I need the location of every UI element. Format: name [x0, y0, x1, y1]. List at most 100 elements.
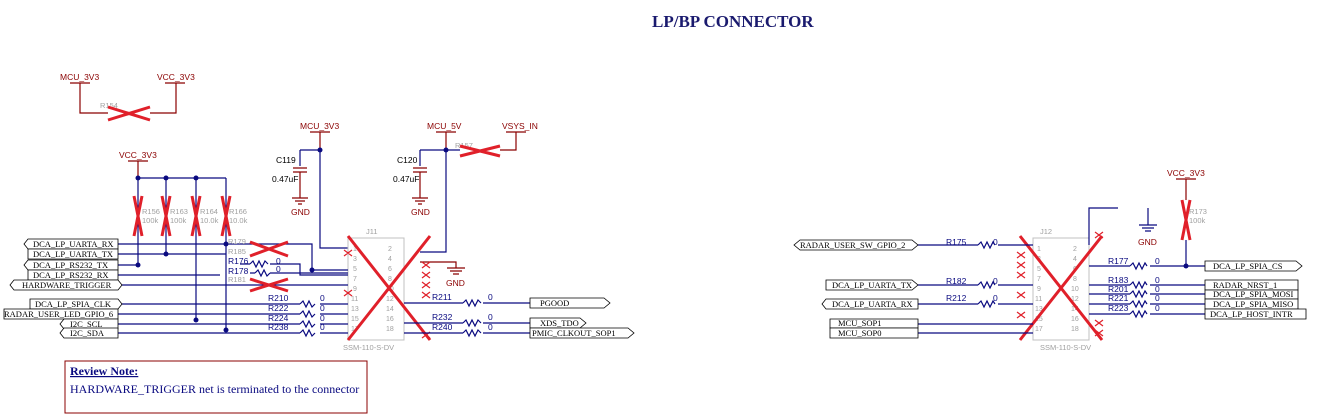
- mcu-3v3-label-b: MCU_3V3: [300, 121, 339, 131]
- net-j12-uarta-tx: DCA_LP_UARTA_TX: [832, 280, 912, 290]
- svg-text:1: 1: [353, 246, 357, 253]
- svg-text:5: 5: [353, 266, 357, 273]
- svg-text:12: 12: [386, 296, 394, 303]
- svg-text:4: 4: [1073, 256, 1077, 263]
- svg-text:14: 14: [386, 306, 394, 313]
- svg-text:18: 18: [1071, 326, 1079, 333]
- j12-right-wires: R177 0 R183 0 R201 0 R221 0 R223 0: [1089, 240, 1205, 319]
- dnp-mark-r166: [220, 195, 232, 237]
- r240-label: R240: [432, 322, 453, 332]
- pullup-group: VCC_3V3 R156 100k R163 100k R164 10.0k R…: [119, 150, 248, 330]
- c119-value: 0.47uF: [272, 174, 298, 184]
- svg-text:GND: GND: [1138, 237, 1157, 247]
- j12-left-wires: R175 0 R182 0 R212 0: [918, 237, 1033, 334]
- net-radar-nrst: RADAR_NRST_1: [1213, 280, 1277, 290]
- r173-label: R173: [1189, 207, 1207, 216]
- svg-text:7: 7: [1037, 276, 1041, 283]
- svg-text:0: 0: [320, 303, 325, 313]
- r178-label: R178: [228, 266, 249, 276]
- r201-label: R201: [1108, 284, 1129, 294]
- dnp-mark-r179: [249, 240, 289, 258]
- c120-symbol: [412, 167, 428, 205]
- connector-j12: J12 SSM-110-S-DV 1 3 5 7 9 11 13 15 17 2…: [1016, 168, 1207, 352]
- j12-left-flags: RADAR_USER_SW_GPIO_2 DCA_LP_UARTA_TX DCA…: [793, 239, 919, 339]
- net-radar-user-led: RADAR_USER_LED_GPIO_6: [4, 309, 113, 319]
- left-net-wires: R179 R185 R181 R176 0 R178 0 R210 0 R222…: [118, 237, 348, 338]
- svg-text:100k: 100k: [1189, 216, 1206, 225]
- svg-text:0: 0: [993, 293, 998, 303]
- j12-pins-right: 2 4 6 8 10 12 14 16 18: [1071, 246, 1079, 333]
- j12-label: J12: [1040, 227, 1052, 236]
- dnp-mark-r173: [1180, 199, 1192, 241]
- svg-text:0: 0: [320, 322, 325, 332]
- r163-label: R163: [170, 207, 188, 216]
- review-note-text: HARDWARE_TRIGGER net is terminated to th…: [70, 382, 359, 396]
- svg-text:13: 13: [351, 306, 359, 313]
- net-rs232-rx: DCA_LP_RS232_RX: [33, 270, 109, 280]
- dnp-mark-r156: [132, 195, 144, 237]
- svg-text:12: 12: [1071, 296, 1079, 303]
- page-title: LP/BP CONNECTOR: [652, 12, 814, 31]
- vcc-3v3-label-c: VCC_3V3: [1167, 168, 1205, 178]
- svg-text:16: 16: [386, 316, 394, 323]
- resistor-zigzags-left: [249, 259, 316, 338]
- j12-part: SSM-110-S-DV: [1040, 343, 1091, 352]
- svg-text:GND: GND: [411, 207, 430, 217]
- r232-label: R232: [432, 312, 453, 322]
- vcc-3v3-label-a: VCC_3V3: [157, 72, 195, 82]
- r164-label: R164: [200, 207, 218, 216]
- svg-text:16: 16: [1071, 316, 1079, 323]
- vsys-in-label: VSYS_IN: [502, 121, 538, 131]
- net-uarta-rx: DCA_LP_UARTA_RX: [33, 239, 114, 249]
- net-hardware-trigger: HARDWARE_TRIGGER: [22, 280, 112, 290]
- svg-text:0: 0: [993, 276, 998, 286]
- svg-text:11: 11: [351, 296, 358, 303]
- dnp-mark-j12: [1018, 235, 1104, 341]
- vcc-3v3-label-b: VCC_3V3: [119, 150, 157, 160]
- net-host-intr: DCA_LP_HOST_INTR: [1210, 309, 1293, 319]
- net-spia-mosi: DCA_LP_SPIA_MOSI: [1213, 289, 1293, 299]
- r185-label: R185: [228, 247, 246, 256]
- net-j12-uarta-rx: DCA_LP_UARTA_RX: [832, 299, 913, 309]
- svg-text:14: 14: [1071, 306, 1079, 313]
- svg-text:0: 0: [1155, 293, 1160, 303]
- svg-text:0: 0: [320, 293, 325, 303]
- svg-text:13: 13: [1035, 306, 1043, 313]
- svg-text:0: 0: [320, 313, 325, 323]
- review-note: Review Note: HARDWARE_TRIGGER net is ter…: [64, 360, 368, 414]
- svg-text:15: 15: [1035, 316, 1043, 323]
- svg-text:100k: 100k: [142, 216, 159, 225]
- r223-label: R223: [1108, 303, 1129, 313]
- c119-group: MCU_3V3 C119 0.47uF GND: [272, 121, 348, 249]
- j11-label: J11: [366, 227, 378, 236]
- net-mcu-sop0: MCU_SOP0: [838, 328, 881, 338]
- svg-text:10.0k: 10.0k: [200, 216, 219, 225]
- j11-right-outputs: R211 0 R232 0 R240 0 PGOOD XDS_TDO PMIC_…: [404, 292, 635, 339]
- power-wire-r154: [70, 82, 185, 114]
- r177-label: R177: [1108, 256, 1129, 266]
- net-pmic-clkout: PMIC_CLKOUT_SOP1: [532, 328, 616, 338]
- svg-text:1: 1: [1037, 246, 1041, 253]
- svg-text:10: 10: [1071, 286, 1079, 293]
- nc-marks-j11: [343, 249, 431, 339]
- svg-text:17: 17: [1035, 326, 1043, 333]
- net-i2c-scl: I2C_SCL: [70, 319, 103, 329]
- left-net-flags: DCA_LP_UARTA_RX DCA_LP_UARTA_TX DCA_LP_R…: [3, 238, 123, 339]
- dnp-mark-r157: [459, 144, 501, 158]
- review-note-title: Review Note:: [70, 364, 138, 378]
- c120-value: 0.47uF: [393, 174, 419, 184]
- r221-label: R221: [1108, 293, 1129, 303]
- r182-label: R182: [946, 276, 967, 286]
- r212-label: R212: [946, 293, 967, 303]
- net-i2c-sda: I2C_SDA: [70, 328, 105, 338]
- svg-text:0: 0: [488, 292, 493, 302]
- c119-symbol: [292, 167, 308, 205]
- r222-label: R222: [268, 303, 289, 313]
- svg-text:5: 5: [1037, 266, 1041, 273]
- net-mcu-sop1: MCU_SOP1: [838, 318, 881, 328]
- dnp-mark-r164: [190, 195, 202, 237]
- r176-label: R176: [228, 256, 249, 266]
- svg-text:6: 6: [388, 266, 392, 273]
- j11-pins-left: 1 3 5 7 9 11 13 15 17: [351, 246, 359, 333]
